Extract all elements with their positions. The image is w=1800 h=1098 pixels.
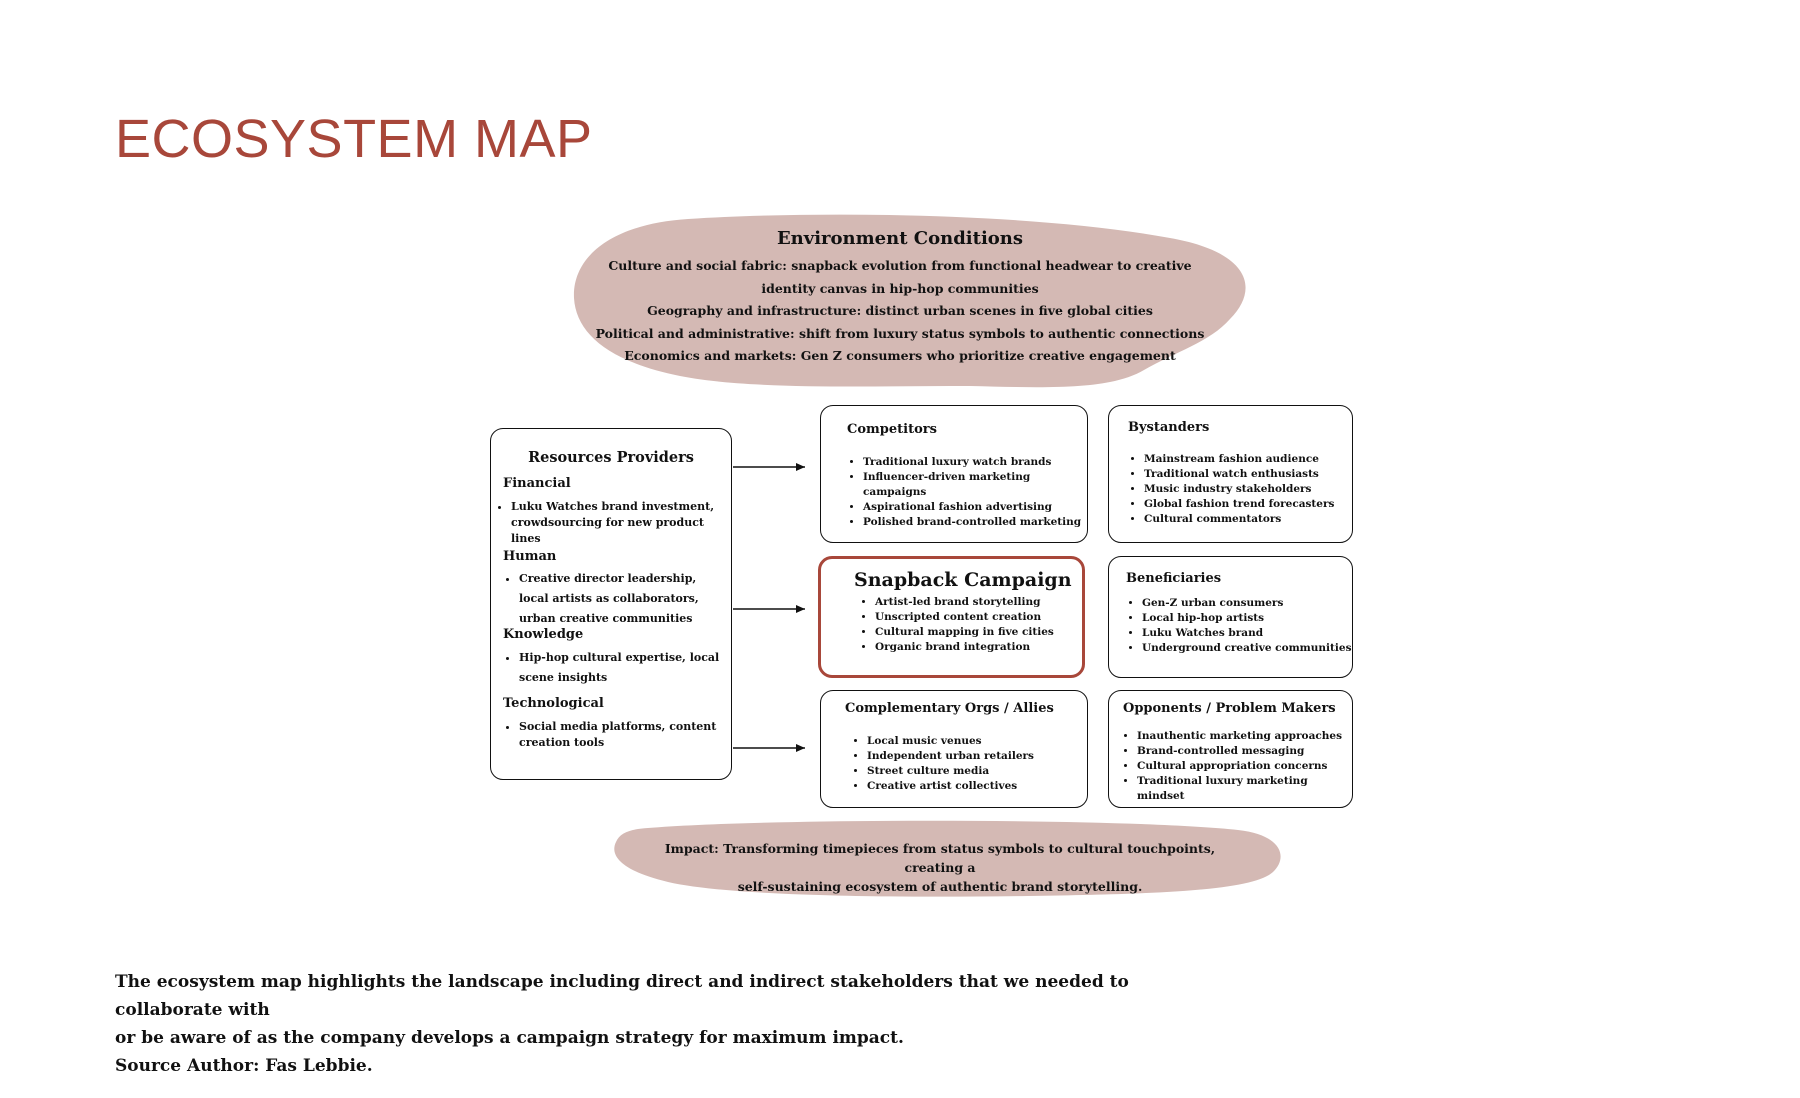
environment-line: Geography and infrastructure: distinct u… (647, 303, 1153, 318)
impact-statement: Impact: Transforming timepieces from sta… (650, 839, 1230, 896)
campaign-list: Artist-led brand storytelling Unscripted… (821, 595, 1082, 655)
list-item: Mainstream fashion audience (1144, 452, 1352, 467)
list-item: Gen-Z urban consumers (1142, 596, 1352, 611)
caption: The ecosystem map highlights the landsca… (115, 968, 1215, 1080)
list-item-text: crowdsourcing for new product lines (511, 516, 704, 545)
allies-title: Complementary Orgs / Allies (845, 701, 1054, 716)
list-item: Social media platforms, content creation… (519, 719, 731, 751)
campaign-title: Snapback Campaign (854, 569, 1072, 591)
list-item: Creative artist collectives (867, 779, 1087, 794)
bystanders-box: Bystanders Mainstream fashion audience T… (1108, 405, 1353, 543)
impact-line: self-sustaining ecosystem of authentic b… (737, 879, 1143, 894)
list-item-text: Social media platforms, content (519, 720, 717, 733)
list-item: Global fashion trend forecasters (1144, 497, 1352, 512)
list-item: Brand-controlled messaging (1137, 744, 1352, 759)
list-item: Polished brand-controlled marketing (863, 515, 1087, 530)
opponents-title: Opponents / Problem Makers (1123, 701, 1336, 716)
list-item: Luku Watches brand investment, crowdsour… (511, 499, 731, 547)
list-item-text: Luku Watches brand investment, (511, 500, 715, 513)
environment-line: Political and administrative: shift from… (595, 325, 1205, 341)
list-item: Creative director leadership, local arti… (519, 569, 731, 629)
technological-list: Social media platforms, content creation… (491, 719, 731, 751)
resources-title: Resources Providers (528, 449, 694, 466)
list-item: Cultural commentators (1144, 512, 1352, 527)
list-item: Unscripted content creation (875, 610, 1082, 625)
allies-list: Local music venues Independent urban ret… (821, 734, 1087, 794)
environment-blob (573, 214, 1246, 388)
bystanders-title: Bystanders (1128, 420, 1210, 435)
environment-title: Environment Conditions (776, 228, 1024, 249)
list-item: Luku Watches brand (1142, 626, 1352, 641)
list-item: Traditional luxury marketing mindset (1137, 774, 1352, 804)
financial-list: Luku Watches brand investment, crowdsour… (491, 499, 731, 547)
list-item: Street culture media (867, 764, 1087, 779)
competitors-list: Traditional luxury watch brands Influenc… (821, 455, 1087, 530)
opponents-box: Opponents / Problem Makers Inauthentic m… (1108, 690, 1353, 808)
list-item: Traditional watch enthusiasts (1144, 467, 1352, 482)
beneficiaries-box: Beneficiaries Gen-Z urban consumers Loca… (1108, 556, 1353, 678)
opponents-list: Inauthentic marketing approaches Brand-c… (1109, 729, 1352, 804)
list-item: Local hip-hop artists (1142, 611, 1352, 626)
category-technological: Technological (503, 696, 604, 711)
list-item-text: Hip-hop cultural expertise, local (519, 651, 720, 664)
category-human: Human (503, 549, 557, 564)
list-item-text: Creative director leadership, (519, 572, 697, 585)
resources-providers-box: Resources Providers Financial Luku Watch… (490, 428, 732, 780)
list-item: Music industry stakeholders (1144, 482, 1352, 497)
list-item-text: local artists as collaborators, (519, 592, 699, 605)
bystanders-list: Mainstream fashion audience Traditional … (1109, 452, 1352, 527)
competitors-box: Competitors Traditional luxury watch bra… (820, 405, 1088, 543)
competitors-title: Competitors (847, 422, 937, 437)
list-item: Cultural appropriation concerns (1137, 759, 1352, 774)
impact-blob (614, 820, 1281, 897)
list-item: Hip-hop cultural expertise, local scene … (519, 648, 731, 688)
list-item: Aspirational fashion advertising (863, 500, 1087, 515)
list-item: Inauthentic marketing approaches (1137, 729, 1352, 744)
source-line: Source Author: Fas Lebbie. (115, 1056, 373, 1076)
page-title: ECOSYSTEM MAP (115, 109, 593, 169)
list-item: Artist-led brand storytelling (875, 595, 1082, 610)
list-item: Cultural mapping in five cities (875, 625, 1082, 640)
list-item: Underground creative communities (1142, 641, 1352, 656)
list-item: Independent urban retailers (867, 749, 1087, 764)
caption-line: or be aware of as the company develops a… (115, 1028, 904, 1048)
human-list: Creative director leadership, local arti… (491, 569, 731, 629)
list-item: Local music venues (867, 734, 1087, 749)
environment-line: Culture and social fabric: snapback evol… (608, 258, 1192, 273)
list-item-text: urban creative communities (519, 612, 693, 625)
beneficiaries-title: Beneficiaries (1126, 571, 1222, 586)
snapback-campaign-box: Snapback Campaign Artist-led brand story… (818, 556, 1085, 678)
knowledge-list: Hip-hop cultural expertise, local scene … (491, 648, 731, 688)
list-item-text: creation tools (519, 736, 605, 749)
category-financial: Financial (503, 476, 571, 491)
beneficiaries-list: Gen-Z urban consumers Local hip-hop arti… (1109, 596, 1352, 656)
environment-conditions: Environment Conditions Culture and socia… (570, 228, 1230, 368)
list-item: Traditional luxury watch brands (863, 455, 1087, 470)
list-item: Organic brand integration (875, 640, 1082, 655)
environment-line: Economics and markets: Gen Z consumers w… (624, 348, 1176, 363)
impact-line: Impact: Transforming timepieces from sta… (664, 841, 1216, 875)
category-knowledge: Knowledge (503, 627, 584, 642)
list-item: Influencer-driven marketing campaigns (863, 470, 1087, 500)
list-item-text: scene insights (519, 671, 608, 684)
caption-line: The ecosystem map highlights the landsca… (115, 972, 1129, 1020)
allies-box: Complementary Orgs / Allies Local music … (820, 690, 1088, 808)
environment-line: identity canvas in hip-hop communities (761, 280, 1039, 296)
